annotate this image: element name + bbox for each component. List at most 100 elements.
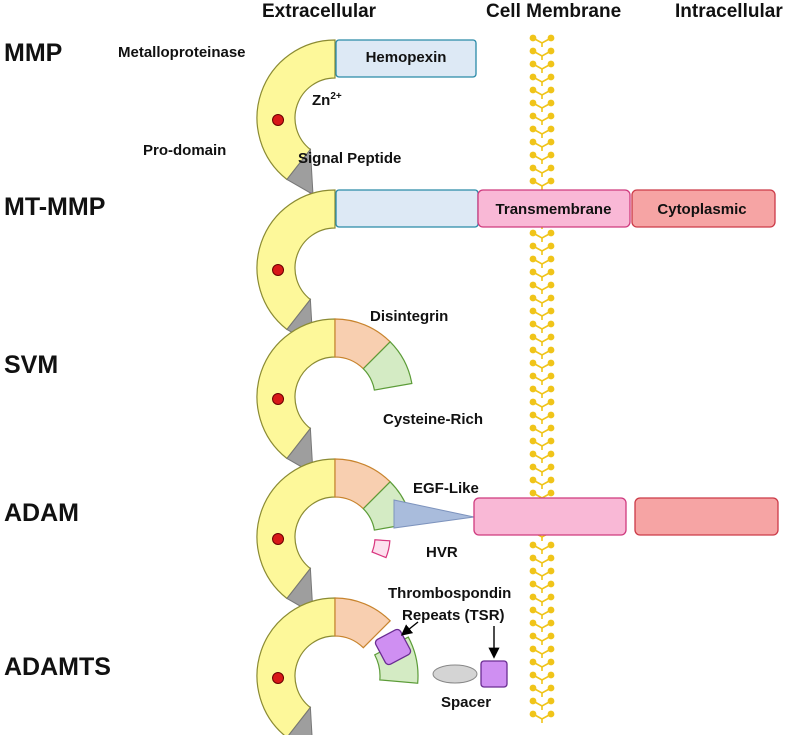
lipid-head-outer (529, 697, 537, 705)
lipid-head-outer (529, 333, 537, 341)
lipid-head-inner (547, 281, 555, 289)
lipid-head-inner (547, 645, 555, 653)
cytoplasmic-domain (631, 189, 776, 228)
membrane-lipid-pair (529, 372, 555, 385)
lipid-head-outer (529, 658, 537, 666)
lipid-head-inner (547, 151, 555, 159)
label-transmembrane: Transmembrane (495, 201, 612, 218)
family-label-adam: ADAM (4, 499, 79, 527)
lipid-head-outer (529, 73, 537, 81)
lipid-head-inner (547, 424, 555, 432)
pro-domain (286, 148, 314, 196)
membrane-lipid-pair (529, 47, 555, 60)
family-label-mt-mmp: MT-MMP (4, 193, 106, 221)
lipid-head-outer (529, 307, 537, 315)
lipid-head-outer (529, 177, 537, 185)
membrane-lipid-pair (529, 333, 555, 346)
membrane-lipid-pair (529, 554, 555, 567)
lipid-head-outer (529, 619, 537, 627)
lipid-head-outer (529, 450, 537, 458)
metalloproteinase-domain (256, 318, 336, 460)
metalloproteinase-domain (256, 458, 336, 600)
membrane-lipid-pair (529, 320, 555, 333)
label-disintegrin: Disintegrin (370, 308, 449, 325)
lipid-head-outer (529, 489, 537, 497)
egf-like-domain (393, 499, 475, 529)
lipid-head-inner (547, 606, 555, 614)
membrane-lipid-pair (529, 73, 555, 86)
lipid-head-inner (547, 632, 555, 640)
lipid-head-inner (547, 385, 555, 393)
membrane-lipid-pair (529, 489, 555, 502)
membrane-lipid-pair (529, 411, 555, 424)
membrane-lipid-pair (529, 242, 555, 255)
lipid-head-outer (529, 437, 537, 445)
lipid-head-outer (529, 47, 537, 55)
zinc-ion (272, 671, 285, 684)
hvr-domain (371, 539, 391, 559)
membrane-lipid-pair (529, 60, 555, 73)
lipid-head-outer (529, 268, 537, 276)
membrane-lipid-pair (529, 125, 555, 138)
metalloproteinase-domain (256, 39, 336, 181)
membrane-lipid-pair (529, 424, 555, 437)
lipid-head-outer (529, 385, 537, 393)
lipid-head-inner (547, 437, 555, 445)
zinc-ion (272, 113, 285, 126)
pro-domain (286, 427, 314, 475)
membrane-lipid-pair (529, 34, 555, 47)
arrow-to-tsr (400, 621, 419, 636)
lipid-head-inner (547, 268, 555, 276)
lipid-head-inner (547, 164, 555, 172)
label-zinc: Zn2+ (312, 91, 342, 109)
lipid-head-inner (547, 567, 555, 575)
lipid-head-outer (529, 684, 537, 692)
lipid-head-inner (547, 60, 555, 68)
label-spacer: Spacer (441, 694, 492, 711)
cysteine-rich-domain (362, 340, 413, 391)
label-hemopexin: Hemopexin (365, 49, 447, 66)
lipid-head-inner (547, 320, 555, 328)
lipid-head-inner (547, 697, 555, 705)
cell-membrane-bilayer (529, 34, 555, 723)
lipid-head-outer (529, 255, 537, 263)
membrane-lipid-pair (529, 86, 555, 99)
lipid-head-outer (529, 476, 537, 484)
disintegrin-domain (334, 458, 392, 510)
lipid-head-outer (529, 424, 537, 432)
lipid-head-outer (529, 138, 537, 146)
cytoplasmic-domain (634, 497, 779, 536)
lipid-head-outer (529, 632, 537, 640)
header-cell-membrane: Cell Membrane (486, 1, 622, 22)
mt-mmp-protein (256, 189, 776, 365)
lipid-head-inner (547, 359, 555, 367)
lipid-head-inner (547, 463, 555, 471)
lipid-head-inner (547, 34, 555, 42)
membrane-lipid-pair (529, 619, 555, 632)
membrane-lipid-pair (529, 606, 555, 619)
lipid-head-inner (547, 671, 555, 679)
lipid-head-inner (547, 593, 555, 601)
label-signal-peptide: Signal Peptide (298, 150, 402, 167)
lipid-head-inner (547, 177, 555, 185)
membrane-lipid-pair (529, 385, 555, 398)
lipid-head-outer (529, 359, 537, 367)
lipid-head-inner (547, 554, 555, 562)
lipid-head-outer (529, 164, 537, 172)
membrane-lipid-pair (529, 177, 555, 190)
transmembrane-domain (473, 497, 627, 536)
lipid-head-outer (529, 554, 537, 562)
lipid-head-outer (529, 645, 537, 653)
lipid-head-outer (529, 593, 537, 601)
lipid-head-outer (529, 151, 537, 159)
lipid-head-outer (529, 60, 537, 68)
protein-schematics (256, 39, 779, 740)
membrane-lipid-pair (529, 164, 555, 177)
lipid-head-inner (547, 346, 555, 354)
hemopexin-domain (335, 39, 477, 78)
metalloproteinase-domain (256, 189, 336, 331)
lipid-head-inner (547, 489, 555, 497)
lipid-head-outer (529, 671, 537, 679)
lipid-head-inner (547, 450, 555, 458)
